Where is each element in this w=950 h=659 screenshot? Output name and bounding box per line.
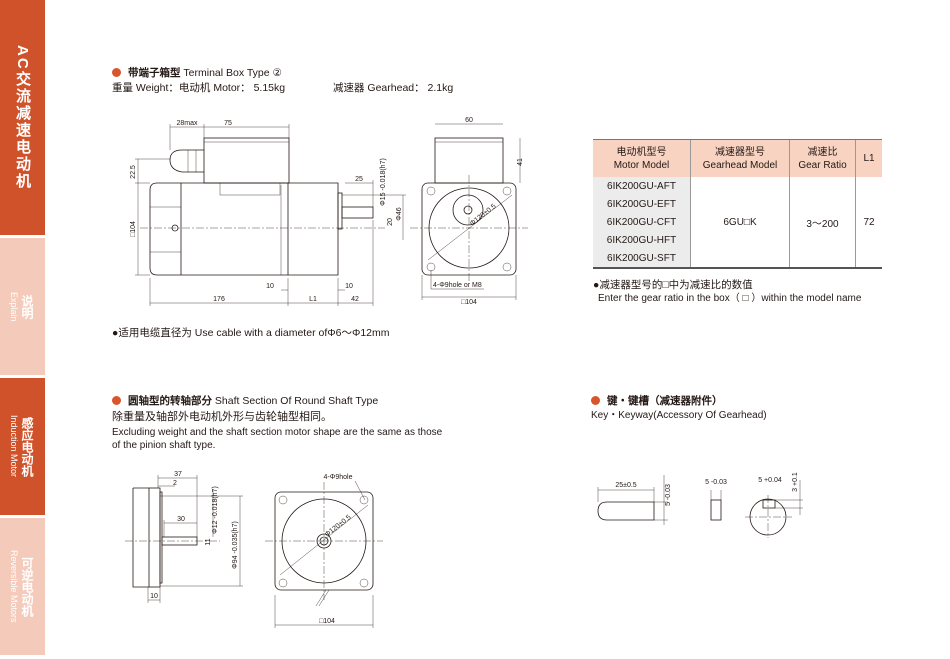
dim-20: 20 bbox=[387, 218, 394, 226]
front-view-drawing: 60 41 Φ120±0.5 4-Φ9hole or M8 □104 bbox=[410, 117, 528, 306]
h-en: Gear Ratio bbox=[798, 159, 847, 171]
dim-phi12: Φ12 -0.018(h7) bbox=[212, 486, 219, 534]
dim-phi120: Φ120±0.5 bbox=[324, 514, 353, 539]
sidebar-item-cn: 说明 bbox=[20, 294, 34, 319]
motor-model-cell: 6IK200GU-EFT bbox=[593, 195, 691, 213]
heading-en: Shaft Section Of Round Shaft Type bbox=[214, 395, 379, 407]
motor-model-cell: 6IK200GU-HFT bbox=[593, 231, 691, 249]
cable-note: ●适用电缆直径为 Use cable with a diameter ofΦ6～… bbox=[112, 327, 390, 339]
dim-10: 10 bbox=[150, 593, 158, 600]
heading-en: Terminal Box Type ② bbox=[183, 67, 282, 79]
heading-cn: 带端子箱型 bbox=[128, 67, 181, 79]
dim-60: 60 bbox=[465, 117, 473, 124]
col-l1: L1 bbox=[855, 139, 882, 177]
dim-2: 2 bbox=[173, 480, 177, 487]
dim-28max: 28max bbox=[176, 120, 198, 127]
dim-10: 10 bbox=[266, 283, 274, 290]
round-shaft-side-drawing: 37 2 30 Φ12 -0.018(h7) Φ94 -0.035(h7) 11… bbox=[125, 471, 243, 603]
h-cn: 减速比 bbox=[807, 146, 838, 158]
dim-key-height: 5 -0.03 bbox=[665, 484, 672, 506]
sidebar-title: AC交流减速电动机 bbox=[0, 0, 45, 235]
dim-37: 37 bbox=[174, 471, 182, 478]
h-cn: 电动机型号 bbox=[616, 146, 667, 158]
motor-model-cell: 6IK200GU-AFT bbox=[593, 177, 691, 195]
dim-22-5: 22.5 bbox=[130, 165, 137, 179]
motor-model-cell: 6IK200GU-CFT bbox=[593, 213, 691, 231]
bullet-icon bbox=[112, 396, 121, 405]
round-desc-en: Excluding weight and the shaft section m… bbox=[112, 427, 443, 438]
dim-11: 11 bbox=[205, 538, 212, 545]
gearhead-cell: 6GU□K bbox=[690, 177, 790, 269]
dim-104: □104 bbox=[319, 618, 335, 625]
dim-104: □104 bbox=[130, 221, 137, 237]
dim-holes: 4-Φ9hole or M8 bbox=[433, 282, 482, 289]
sidebar-item-en: Explain bbox=[9, 291, 19, 322]
dim-keyway-depth: 3 +0.1 bbox=[792, 472, 799, 492]
terminal-box-heading: 带端子箱型 Terminal Box Type ② bbox=[112, 67, 282, 80]
gearhead-weight: 减速器 Gearhead： 2.1kg bbox=[333, 82, 454, 94]
dim-phi15: Φ15 -0.018(h7) bbox=[380, 158, 387, 206]
dim-10: 10 bbox=[345, 283, 353, 290]
dim-104: □104 bbox=[461, 299, 477, 306]
dim-l1: L1 bbox=[309, 296, 317, 303]
dim-41: 41 bbox=[517, 158, 524, 166]
dim-30: 30 bbox=[177, 516, 185, 523]
bullet-icon bbox=[112, 68, 121, 77]
motor-model-cell: 6IK200GU-SFT bbox=[593, 249, 691, 269]
sidebar-item-en: Reversible Motors bbox=[9, 550, 19, 623]
key-drawing: 25±0.5 5 -0.03 5 -0.03 5 +0.04 3 +0.1 bbox=[597, 472, 803, 538]
h-en: Gearhead Model bbox=[702, 159, 778, 171]
round-desc-cn: 除重量及轴部外电动机外形与齿轮轴型相同。 bbox=[112, 411, 332, 423]
dim-phi94: Φ94 -0.035(h7) bbox=[232, 521, 239, 569]
round-desc-en: of the pinion shaft type. bbox=[112, 440, 216, 451]
ratio-cell: 3～200 bbox=[789, 177, 856, 269]
dim-holes: 4-Φ9hole bbox=[324, 474, 353, 481]
dim-key-length: 25±0.5 bbox=[615, 482, 636, 489]
h-en: Motor Model bbox=[613, 159, 670, 171]
heading-cn: 键・键槽（减速器附件） bbox=[607, 395, 723, 407]
l1-cell: 72 bbox=[855, 177, 882, 269]
dim-75: 75 bbox=[224, 120, 232, 127]
sidebar-item-cn: 感应电动机 bbox=[20, 416, 34, 477]
dim-25: 25 bbox=[355, 176, 363, 183]
dim-phi46: Φ46 bbox=[396, 207, 403, 220]
sidebar-item-cn: 可逆电动机 bbox=[20, 556, 34, 617]
heading-cn: 圆轴型的转轴部分 bbox=[128, 395, 212, 407]
dim-176: 176 bbox=[213, 296, 225, 303]
dim-keyway-width: 5 +0.04 bbox=[758, 477, 782, 484]
bullet-icon bbox=[591, 396, 600, 405]
dim-42: 42 bbox=[351, 296, 359, 303]
table-note-en: Enter the gear ratio in the box（ □ ）with… bbox=[598, 293, 862, 304]
dim-key-width: 5 -0.03 bbox=[705, 479, 727, 486]
key-heading: 键・键槽（减速器附件） bbox=[591, 395, 723, 408]
dim-phi120: Φ120±0.5 bbox=[469, 203, 498, 228]
motor-weight: 重量 Weight：电动机 Motor： 5.15kg bbox=[112, 82, 286, 94]
key-heading-en: Key・Keyway(Accessory Of Gearhead) bbox=[591, 410, 767, 421]
round-shaft-heading: 圆轴型的转轴部分 Shaft Section Of Round Shaft Ty… bbox=[112, 395, 378, 408]
table-note-cn: ●减速器型号的□中为减速比的数值 bbox=[593, 279, 753, 291]
side-view-drawing: 75 28max 22.5 □104 25 Φ15 -0.018(h7) Φ46… bbox=[130, 120, 406, 306]
sidebar-title-text: AC交流减速电动机 bbox=[14, 45, 31, 190]
sidebar-item-en: Induction Motor bbox=[9, 415, 19, 478]
round-shaft-front-drawing: 4-Φ9hole Φ120±0.5 □104 bbox=[265, 474, 383, 628]
h-cn: 减速器型号 bbox=[715, 146, 765, 158]
